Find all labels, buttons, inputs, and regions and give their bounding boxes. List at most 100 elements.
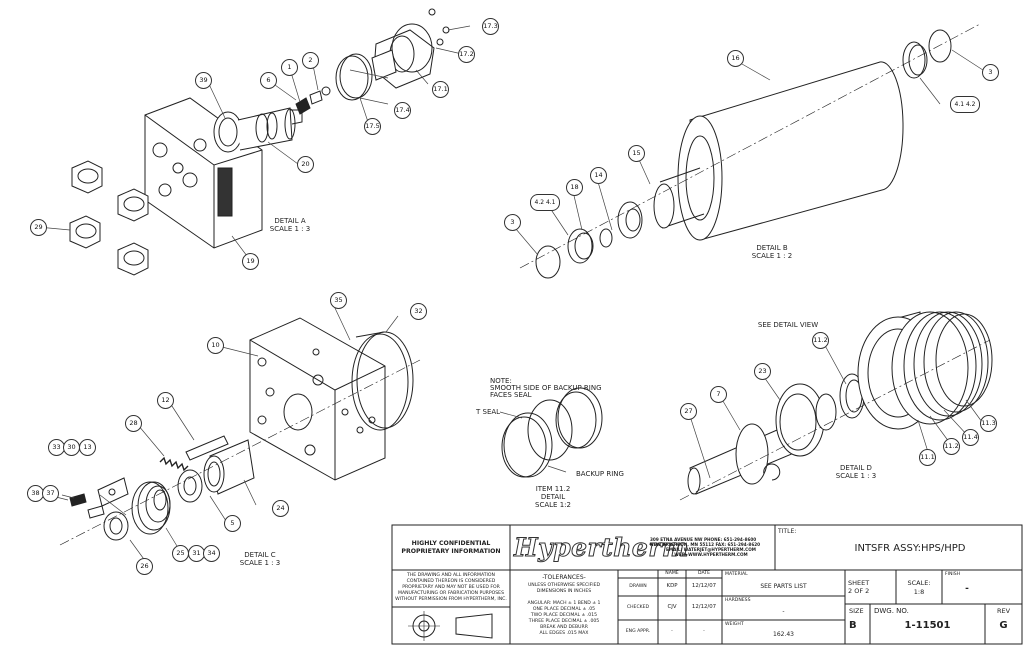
- dwg-no-label: DWG. NO.: [874, 607, 909, 615]
- callout-17-1: 17.1: [432, 81, 449, 98]
- tolerances-line-4: ONE PLACE DECIMAL ± .05: [532, 607, 596, 612]
- callout-4-1-4-2-top: 4.1 4.2: [950, 96, 980, 113]
- drawing-title: INTSFR ASSY:HPS/HPD: [854, 543, 966, 554]
- item-11-2-drawing: [499, 387, 603, 478]
- hardness-value: -: [782, 608, 785, 615]
- legal-line-5: WITHOUT PERMISSION FROM HYPERTHERM, INC.: [395, 597, 507, 602]
- callout-2: 2: [302, 52, 319, 69]
- item-11-2-title: ITEM 11.2: [535, 485, 571, 493]
- sheet-label: SHEET: [848, 579, 870, 587]
- callout-12: 12: [157, 392, 174, 409]
- callout-17-5: 17.5: [364, 118, 381, 135]
- scale-value: 1:8: [913, 588, 925, 596]
- checked-date: 12/12/07: [691, 604, 717, 610]
- rev-value: G: [999, 620, 1008, 631]
- detail-c-drawing: [47, 305, 421, 563]
- callout-29: 29: [30, 219, 47, 236]
- callout-30: 30: [63, 439, 80, 456]
- detail-d-drawing: [679, 311, 993, 501]
- finish-label: FINISH: [945, 572, 961, 577]
- callout-37: 37: [42, 485, 59, 502]
- note-label: NOTE:: [490, 377, 512, 385]
- callout-24: 24: [272, 500, 289, 517]
- tolerances-line-6: THREE PLACE DECIMAL ± .005: [528, 619, 600, 624]
- note-line-1: SMOOTH SIDE OF BACKUP RING: [490, 384, 602, 392]
- callout-14: 14: [590, 167, 607, 184]
- detail-a-title: DETAIL A: [274, 217, 306, 225]
- callout-7: 7: [710, 386, 727, 403]
- callout-3-left: 3: [504, 214, 521, 231]
- detail-b-scale: SCALE 1 : 2: [751, 252, 793, 260]
- dwg-no-value: 1-11501: [904, 620, 951, 631]
- hypertherm-logo: Hypertherm: [514, 533, 689, 563]
- detail-a-drawing: [37, 8, 471, 276]
- callout-27: 27: [680, 403, 697, 420]
- detail-b-title: DETAIL B: [756, 244, 788, 252]
- callout-5: 5: [224, 515, 241, 532]
- detail-d-scale: SCALE 1 : 3: [835, 472, 877, 480]
- detail-d-title: DETAIL D: [840, 464, 872, 472]
- callout-17-3: 17.3: [482, 18, 499, 35]
- item-11-2-detail: DETAIL: [540, 493, 566, 501]
- detail-a-scale: SCALE 1 : 3: [269, 225, 311, 233]
- tolerances-line-1: UNLESS OTHERWISE SPECIFIED: [527, 583, 601, 588]
- eng-appr-date: -: [703, 629, 705, 634]
- callout-23: 23: [754, 363, 771, 380]
- tolerances-line-2: DIMENSIONS IN INCHES: [536, 589, 592, 594]
- callout-39: 39: [195, 72, 212, 89]
- weight-label: WEIGHT: [725, 622, 744, 627]
- callout-1: 1: [281, 59, 298, 76]
- item-11-2-scale: SCALE 1:2: [535, 501, 571, 509]
- callout-35: 35: [330, 292, 347, 309]
- backup-ring-label: BACKUP RING: [576, 470, 624, 478]
- callout-17-2: 17.2: [458, 46, 475, 63]
- detail-c-scale: SCALE 1 : 3: [239, 559, 281, 567]
- drawn-date: 12/12/07: [691, 583, 717, 589]
- address-line-3: EMAIL: WATERJET@HYPERTHERM.COM: [666, 547, 756, 552]
- tolerances-line-7: BREAK AND DEBURR: [540, 625, 588, 630]
- eng-appr-label: ENG APPR.: [625, 629, 651, 634]
- tolerances-line-5: TWO PLACE DECIMAL ± .015: [530, 613, 598, 618]
- callout-25: 25: [172, 545, 189, 562]
- checked-name: CJV: [667, 604, 677, 610]
- rev-label: REV: [996, 607, 1011, 615]
- finish-value: -: [965, 584, 969, 594]
- name-column-header: NAME: [665, 571, 679, 576]
- callout-28: 28: [125, 415, 142, 432]
- size-label: SIZE: [849, 607, 864, 615]
- detail-b-drawing: [509, 23, 987, 279]
- legal-line-4: MANUFACTURING OR FABRICATION PURPOSES: [397, 591, 504, 596]
- tolerances-heading: -TOLERANCES-: [542, 574, 586, 581]
- eng-appr-name: -: [671, 629, 673, 634]
- callout-11-2-d: 11.2: [812, 332, 829, 349]
- callout-20: 20: [297, 156, 314, 173]
- callout-11-3: 11.3: [980, 415, 997, 432]
- checked-label: CHECKED: [626, 605, 650, 610]
- sheet-value: 2 OF 2: [848, 587, 870, 595]
- drawn-label: DRAWN: [629, 584, 647, 589]
- hardness-label: HARDNESS: [725, 598, 751, 603]
- callout-16: 16: [727, 50, 744, 67]
- address-line-4: WEB: WWW.HYPERTHERM.COM: [674, 552, 748, 557]
- callout-34: 34: [203, 545, 220, 562]
- title-block-frame: [391, 524, 1023, 645]
- callout-4-2-4-1-left: 4.2 4.1: [530, 194, 560, 211]
- material-label: MATERIAL: [725, 572, 748, 577]
- callout-10: 10: [207, 337, 224, 354]
- callout-32: 32: [410, 303, 427, 320]
- callout-18: 18: [566, 179, 583, 196]
- tolerances-line-3: ANGULAR: MACH ± 1 BEND ± 1: [527, 601, 601, 606]
- callout-17-4: 17.4: [394, 102, 411, 119]
- confidential-line-2: PROPRIETARY INFORMATION: [401, 548, 501, 555]
- scale-label: SCALE:: [907, 579, 931, 587]
- callout-19: 19: [242, 253, 259, 270]
- callout-26: 26: [136, 558, 153, 575]
- weight-value: 162.43: [773, 631, 794, 638]
- note-line-2: FACES SEAL: [490, 391, 532, 399]
- callout-6: 6: [260, 72, 277, 89]
- date-column-header: DATE: [698, 571, 710, 576]
- callout-11-4: 11.4: [962, 429, 979, 446]
- drawn-name: KDP: [666, 583, 678, 589]
- address-line-2: NEW BRIGHTON, MN 55112 FAX: 651-294-8620: [650, 542, 761, 547]
